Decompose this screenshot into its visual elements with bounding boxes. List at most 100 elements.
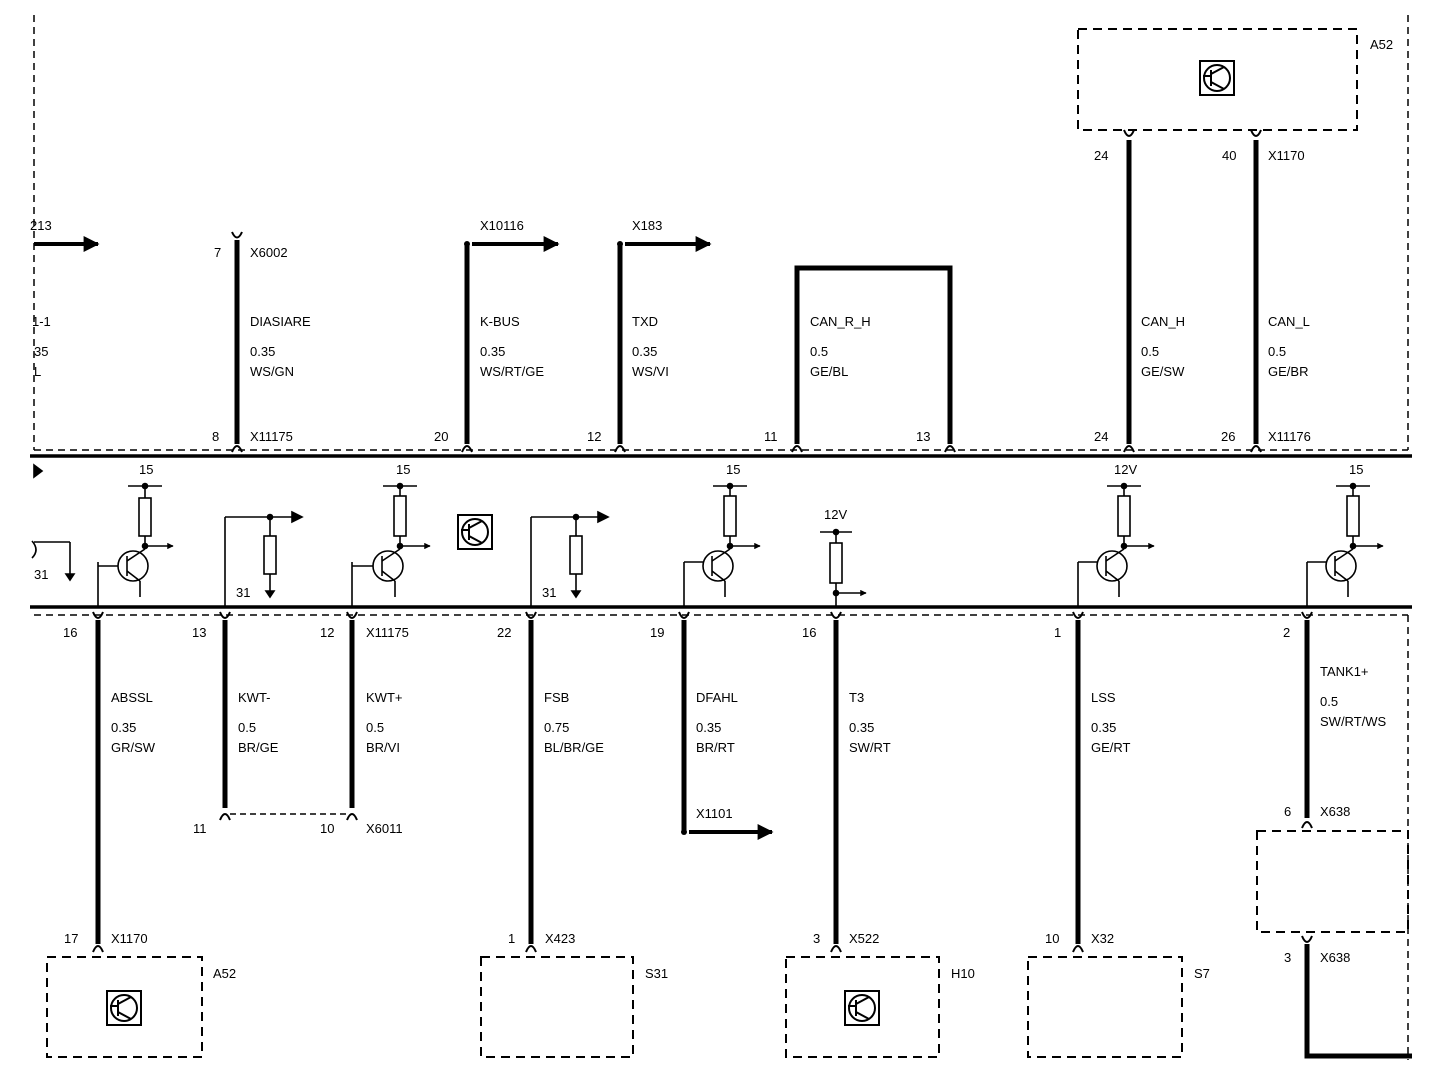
pin-top: 13 — [192, 625, 206, 640]
connector-top: X10116 — [480, 218, 524, 233]
top-module-a52: A52 — [1077, 28, 1393, 131]
wire-size: 0.5 — [1268, 344, 1286, 359]
supply-label: 12V — [1114, 462, 1137, 477]
wire-color: GE/BL — [810, 364, 848, 379]
wire-color: GE/SW — [1141, 364, 1185, 379]
top-left-partial-wire: 213 1-1 35 L — [30, 218, 100, 379]
ground-icon — [64, 573, 76, 582]
wire-size: 0.35 — [849, 720, 874, 735]
output-stage-4: 12V — [1077, 462, 1155, 607]
pin-bottom: 1 — [508, 931, 515, 946]
wire-color: SW/RT — [849, 740, 891, 755]
module-label: H10 — [951, 966, 975, 981]
ground-label: 31 — [542, 585, 556, 600]
wire-size: 0.5 — [366, 720, 384, 735]
arrow-icon — [33, 463, 44, 479]
connector-after: X638 — [1320, 950, 1350, 965]
module-label: A52 — [1370, 37, 1393, 52]
ground-icon — [264, 590, 276, 599]
pin-bottom: 11 — [193, 821, 207, 836]
wire-size: 0.5 — [238, 720, 256, 735]
connector-label: 213 — [30, 218, 52, 233]
signal-name: CAN_L — [1268, 314, 1310, 329]
transistor-symbol-icon — [106, 990, 142, 1026]
wire-fsb: 22 FSB 0.75 BL/BR/GE 1 X423 — [497, 611, 604, 953]
bottom-module-h10: H10 — [785, 956, 975, 1058]
bottom-module-s7: S7 — [1027, 956, 1210, 1058]
wire-size: 0.35 — [111, 720, 136, 735]
wire-lss: 1 LSS 0.35 GE/RT 10 X32 — [1045, 611, 1131, 953]
pin-bottom: 20 — [434, 429, 448, 444]
wire-dfahl: 19 DFAHL 0.35 BR/RT X1101 — [650, 611, 774, 840]
connector-bottom: X32 — [1091, 931, 1114, 946]
transistor-symbol-icon — [457, 514, 493, 550]
left-edge-fragment: 31 — [31, 463, 76, 582]
wire-size: 0.35 — [1091, 720, 1116, 735]
wire-size: 0.5 — [1320, 694, 1338, 709]
ground-label: 31 — [34, 567, 48, 582]
pin-top: 16 — [802, 625, 816, 640]
output-stage-2: 15 — [351, 462, 431, 607]
ground-resistor-kwt-minus: 31 — [224, 510, 304, 607]
pullup-t3: 12V — [820, 507, 867, 607]
wire-color: SW/RT/WS — [1320, 714, 1387, 729]
wire-t3: 16 T3 0.35 SW/RT 3 X522 — [802, 611, 891, 953]
supply-label: 15 — [726, 462, 740, 477]
wire-size: 0.35 — [250, 344, 275, 359]
signal-name: T3 — [849, 690, 864, 705]
wire-diasiare: 7 X6002 DIASIARE 0.35 WS/GN 8 X11175 — [212, 231, 311, 453]
pin-top: 22 — [497, 625, 511, 640]
connector-bottom: X423 — [545, 931, 575, 946]
pin-bottom: 8 — [212, 429, 219, 444]
signal-name: CAN_H — [1141, 314, 1185, 329]
wire-size: 0.35 — [696, 720, 721, 735]
output-stage-5: 15 — [1306, 462, 1384, 607]
ground-label: 31 — [236, 585, 250, 600]
supply-label: 15 — [139, 462, 153, 477]
signal-name: K-BUS — [480, 314, 520, 329]
signal-name: KWT+ — [366, 690, 402, 705]
frame-dashed-lines — [33, 15, 1409, 1060]
pin-left: 11 — [764, 429, 778, 444]
bottom-module-a52: A52 — [46, 956, 236, 1058]
wire-color: WS/GN — [250, 364, 294, 379]
wire-can-l: 40 X1170 CAN_L 0.5 GE/BR 26 X11176 — [1221, 129, 1311, 453]
ground-resistor-fsb: 31 — [530, 510, 610, 607]
wire-color: L — [34, 364, 41, 379]
connector-bottom: X6011 — [366, 821, 403, 836]
wire-color: BR/VI — [366, 740, 400, 755]
connector-bottom: X1170 — [111, 931, 148, 946]
pin-bottom: 26 — [1221, 429, 1235, 444]
pin-right: 13 — [916, 429, 930, 444]
output-stage-1: 15 — [97, 462, 174, 607]
pin-top: 1 — [1054, 625, 1061, 640]
connector-top: X11175 — [366, 625, 409, 640]
wire-size: 35 — [34, 344, 48, 359]
supply-label: 12V — [824, 507, 847, 522]
wire-color: BR/RT — [696, 740, 735, 755]
pin-bottom: 3 — [813, 931, 820, 946]
wire-txd: X183 TXD 0.35 WS/VI 12 — [587, 218, 712, 453]
wire-size: 0.75 — [544, 720, 569, 735]
connector-bottom: X638 — [1320, 804, 1350, 819]
connector-top: X1170 — [1268, 148, 1305, 163]
pin-top: 7 — [214, 245, 221, 260]
signal-name: FSB — [544, 690, 569, 705]
wire-color: GE/RT — [1091, 740, 1131, 755]
transistor-symbol-icon — [844, 990, 880, 1026]
module-label: S7 — [1194, 966, 1210, 981]
signal-name: LSS — [1091, 690, 1116, 705]
signal-name: TXD — [632, 314, 658, 329]
connector-bottom: X1101 — [696, 806, 733, 821]
pin-top: 40 — [1222, 148, 1236, 163]
module-divider-lines — [30, 454, 1412, 609]
wire-size: 0.35 — [480, 344, 505, 359]
wire-color: WS/RT/GE — [480, 364, 544, 379]
wire-color: BR/GE — [238, 740, 279, 755]
pin-bottom: 6 — [1284, 804, 1291, 819]
wire-color: GR/SW — [111, 740, 156, 755]
signal-name: DIASIARE — [250, 314, 311, 329]
pin-top: 12 — [320, 625, 334, 640]
connector-bottom: X11175 — [250, 429, 293, 444]
